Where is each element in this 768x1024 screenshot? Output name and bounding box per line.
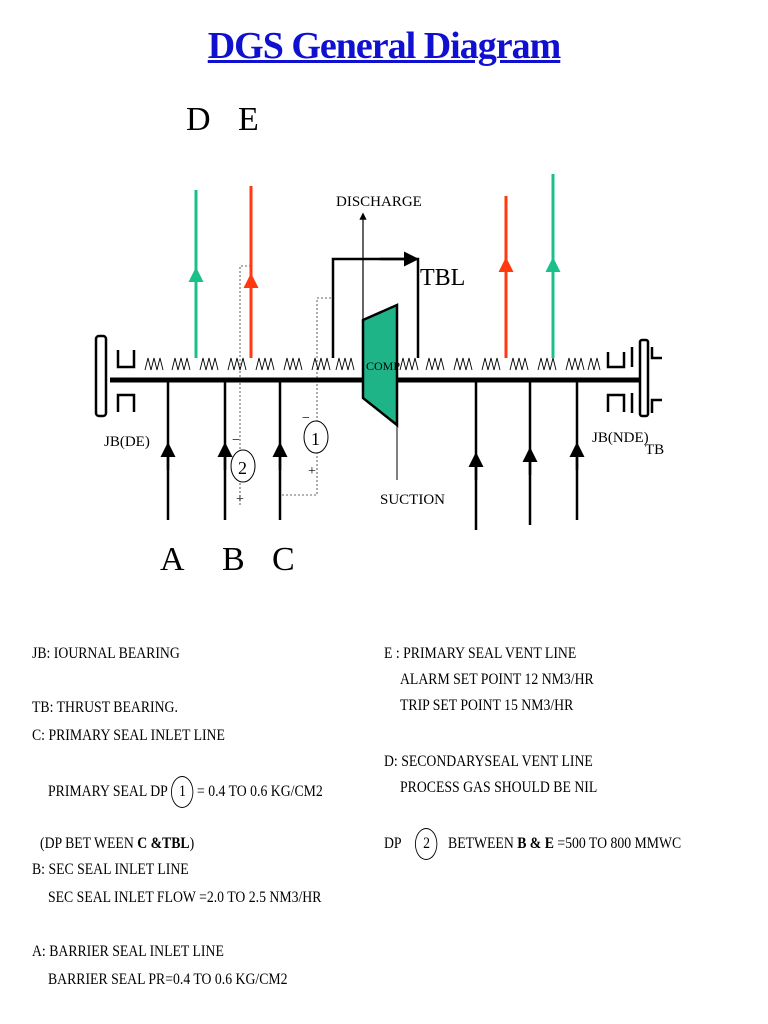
note-d-line: D: SECONDARYSEAL VENT LINE bbox=[384, 753, 593, 770]
jb-de-label: JB(DE) bbox=[104, 434, 150, 450]
dp2-value: =500 TO 800 MMWC bbox=[557, 835, 682, 852]
page-title: DGS General Diagram bbox=[207, 25, 562, 67]
discharge-label: DISCHARGE bbox=[336, 194, 422, 210]
dp2-circle: 2 bbox=[415, 828, 438, 861]
thrust-bearing-bottom bbox=[630, 393, 662, 413]
tbl-loop bbox=[331, 257, 420, 358]
note-dp2: DP 2 BETWEEN B & E =500 TO 800 MMWC bbox=[384, 828, 682, 861]
primary-seal-dp-prefix: PRIMARY SEAL DP bbox=[48, 783, 168, 800]
dp-between-prefix: (DP BET WEEN bbox=[40, 835, 134, 852]
suction-label: SUCTION bbox=[380, 492, 445, 508]
label-a: A bbox=[160, 541, 185, 578]
dp2-between: BETWEEN bbox=[448, 835, 514, 852]
note-b-line: B: SEC SEAL INLET LINE bbox=[32, 861, 189, 878]
gauge-2 bbox=[230, 449, 256, 483]
primary-seal-dp-circle: 1 bbox=[171, 776, 194, 809]
note-jb: JB: IOURNAL BEARING bbox=[32, 645, 180, 662]
tb-label: TB bbox=[645, 442, 664, 458]
label-b: B bbox=[222, 541, 245, 578]
dp-between-bold: C &TBL bbox=[137, 835, 190, 852]
dp2-prefix: DP bbox=[384, 835, 402, 852]
gauge-1-minus: − bbox=[302, 411, 310, 426]
label-d: D bbox=[186, 101, 211, 138]
thrust-bearing-top bbox=[630, 347, 662, 367]
note-e-alarm: ALARM SET POINT 12 NM3/HR bbox=[400, 671, 594, 688]
note-a-pr: BARRIER SEAL PR=0.4 TO 0.6 KG/CM2 bbox=[48, 971, 288, 988]
note-c-line: C: PRIMARY SEAL INLET LINE bbox=[32, 727, 225, 744]
gauge1-dashed-line bbox=[282, 297, 331, 496]
note-a-line: A: BARRIER SEAL INLET LINE bbox=[32, 943, 224, 960]
note-d-gas: PROCESS GAS SHOULD BE NIL bbox=[400, 779, 598, 796]
gauge-1 bbox=[303, 420, 329, 454]
journal-bearing-right-top bbox=[606, 352, 626, 369]
dp-between-suffix: ) bbox=[189, 835, 195, 852]
gauge-2-number: 2 bbox=[238, 458, 247, 478]
label-e: E bbox=[238, 101, 259, 138]
seal-spring-right bbox=[399, 357, 601, 371]
note-b-flow: SEC SEAL INLET FLOW =2.0 TO 2.5 NM3/HR bbox=[48, 889, 322, 906]
dp2-bold: B & E bbox=[517, 835, 554, 852]
note-dp-between: (DP BET WEEN C &TBL) bbox=[40, 834, 194, 854]
journal-bearing-left-top bbox=[116, 350, 136, 369]
tbl-label: TBL bbox=[420, 265, 465, 291]
note-e-trip: TRIP SET POINT 15 NM3/HR bbox=[400, 697, 574, 714]
seal-spring-left bbox=[144, 357, 355, 371]
note-tb: TB: THRUST BEARING. bbox=[32, 699, 178, 716]
compressor-label: COMP bbox=[366, 359, 400, 373]
label-c: C bbox=[272, 541, 295, 578]
gauge-1-plus: + bbox=[308, 464, 316, 479]
thrust-collar bbox=[638, 338, 650, 418]
gauge-2-minus: − bbox=[232, 433, 240, 448]
gauge-1-number: 1 bbox=[311, 429, 320, 449]
jb-nde-label: JB(NDE) bbox=[592, 430, 649, 446]
coupling-left bbox=[94, 334, 108, 418]
gauge-2-plus: + bbox=[236, 492, 244, 507]
journal-bearing-left-bottom bbox=[116, 393, 136, 412]
note-e-line: E : PRIMARY SEAL VENT LINE bbox=[384, 645, 577, 662]
primary-seal-dp-value: = 0.4 TO 0.6 KG/CM2 bbox=[197, 783, 323, 800]
journal-bearing-right-bottom bbox=[606, 393, 626, 412]
